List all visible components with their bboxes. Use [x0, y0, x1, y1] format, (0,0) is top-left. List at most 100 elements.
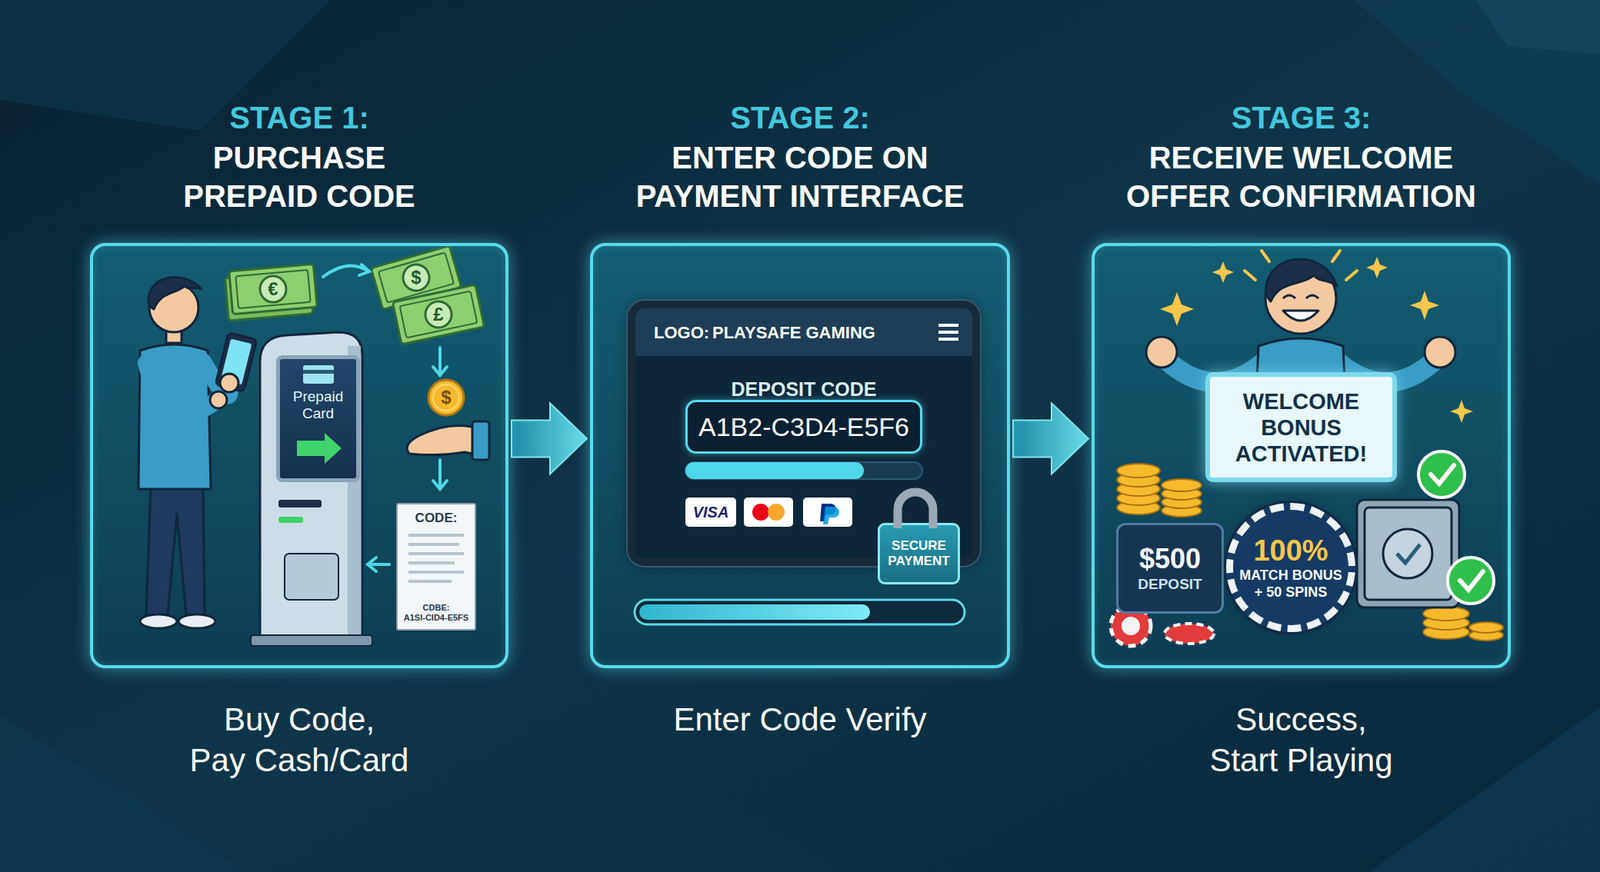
screen-label: Prepaid Card [280, 388, 357, 423]
deposit-code: A1B2-C3D4-E5F6 [698, 411, 910, 443]
payment-tablet-art [938, 323, 959, 327]
code-input: A1B2-C3D4-E5F6 [685, 400, 923, 454]
currency-symbol: € [267, 280, 278, 299]
winner-figure [1306, 295, 1319, 299]
code-receipt-art [408, 552, 464, 556]
winner-figure [1146, 336, 1177, 368]
payment-tablet-art [938, 337, 959, 341]
flow-hints [433, 480, 447, 490]
stage-number: STAGE 2: [592, 98, 1008, 137]
customer-figure [220, 373, 239, 393]
kiosk-screen: Prepaid Card [276, 355, 360, 483]
coin-stacks [1116, 463, 1160, 478]
receipt-code: A1SI-CID4-E5FS [403, 613, 469, 624]
sparkles [1212, 261, 1234, 284]
payment-tablet-art [752, 503, 770, 521]
secure-lock-art [891, 490, 940, 527]
coin-stacks [1423, 606, 1470, 621]
customer-figure [146, 363, 216, 415]
customer-figure [148, 277, 202, 310]
sparkles [1410, 290, 1440, 320]
payment-tablet-art [823, 506, 840, 525]
kiosk-machine [284, 553, 339, 600]
coin [433, 384, 460, 411]
currency-symbol: £ [433, 305, 444, 324]
stage-title: ENTER CODE ON PAYMENT INTERFACE [592, 138, 1008, 216]
cash-bills [423, 299, 454, 330]
poker-chips [1164, 623, 1214, 644]
deposit-amount: $500 [1139, 543, 1201, 576]
giving-hand [406, 426, 480, 457]
deposit-word: DEPOSIT [1137, 575, 1202, 594]
safe-box [1364, 507, 1452, 600]
flow-hints [359, 264, 370, 276]
panel-fills [1091, 243, 1511, 669]
safe-box [1383, 529, 1433, 579]
kiosk-screen-art [296, 433, 342, 464]
payment-tablet-art [743, 497, 794, 527]
safe-box [1356, 500, 1460, 608]
joy-rays [1346, 270, 1357, 280]
stage-number: STAGE 1: [137, 98, 461, 137]
customer-figure [215, 332, 257, 392]
joy-rays [1244, 270, 1256, 280]
kiosk-machine [260, 332, 363, 644]
stage-panel: STAGE 1:PURCHASE PREPAID CODEBuy Code, P… [90, 243, 509, 669]
code-receipt-art [408, 561, 455, 565]
coin-stacks [1469, 622, 1504, 634]
customer-figure [210, 391, 227, 409]
bonus-message: WELCOME BONUS ACTIVATED! [1220, 388, 1383, 467]
code-receipt-art [408, 580, 452, 584]
card-brand: VISA [693, 503, 730, 522]
winner-figure [1424, 336, 1456, 368]
panel-fills [90, 243, 509, 669]
payment-tablet-art [767, 503, 785, 521]
lock-label: SECURE PAYMENT [880, 538, 958, 570]
cash-bills [400, 261, 433, 294]
coin [428, 380, 464, 416]
sparkles [1366, 256, 1388, 279]
backdrop [538, 776, 847, 872]
flow-hints [367, 557, 377, 572]
progress-bar [634, 600, 965, 625]
sparkles [1160, 292, 1194, 327]
joy-rays [1261, 250, 1270, 262]
kiosk-screen-art [303, 370, 334, 374]
card-logo: VISA [685, 497, 737, 527]
stage-title: PURCHASE PREPAID CODE [137, 138, 461, 216]
backdrop [1476, 0, 1600, 54]
winner-figure [1283, 295, 1296, 299]
stage-panel: STAGE 2:ENTER CODE ON PAYMENT INTERFACEE… [590, 243, 1010, 669]
backdrop [1369, 707, 1600, 872]
flow-hints [433, 366, 447, 376]
field-label: DEPOSIT CODE [635, 377, 973, 401]
customer-figure [146, 484, 205, 616]
check-badges [1447, 557, 1494, 604]
backdrop [0, 715, 247, 872]
winner-figure [1266, 259, 1337, 302]
cash-bills [224, 245, 485, 344]
giving-hand [406, 421, 490, 460]
customer-figure [140, 614, 177, 629]
check-badges [1430, 465, 1454, 484]
progress-bar [639, 604, 870, 620]
stage-caption: Enter Code Verify [673, 699, 927, 740]
cash-bills [259, 275, 288, 304]
code-receipt-art [408, 543, 460, 547]
check-badges [1418, 451, 1465, 498]
customer-figure [215, 332, 257, 392]
payment-tablet-art [685, 462, 923, 480]
coin [428, 380, 464, 416]
match-percent: 100% [1253, 534, 1328, 567]
payment-tablet-art [803, 497, 853, 527]
receipt-heading: CODE: [415, 510, 458, 527]
code-receipt-art [408, 533, 464, 537]
code-receipt: CODE: CDBE:A1SI-CID4-E5FS [396, 503, 477, 631]
receipt-label: CDBE: [423, 603, 450, 614]
payment-tablet-art [938, 330, 959, 334]
panel-fills [590, 243, 1010, 669]
giving-hand [472, 421, 490, 460]
